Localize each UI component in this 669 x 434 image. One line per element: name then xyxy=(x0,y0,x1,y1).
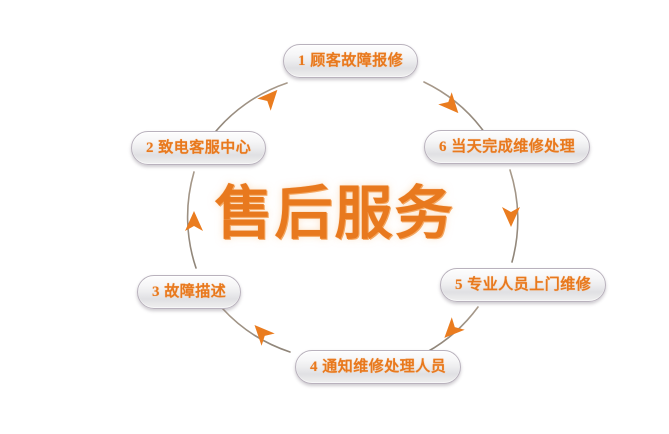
connector-arc-2-1 xyxy=(211,82,288,137)
connector-arc-5-4 xyxy=(426,306,479,353)
process-node-4[interactable]: 4 通知维修处理人员 xyxy=(295,350,462,384)
arrowhead-5-to-4 xyxy=(444,317,465,338)
process-node-3[interactable]: 3 故障描述 xyxy=(137,275,242,309)
arrowhead-1-to-6 xyxy=(438,92,459,114)
process-node-5[interactable]: 5 专业人员上门维修 xyxy=(440,268,607,302)
arrowhead-4-to-3 xyxy=(254,324,275,346)
process-node-1[interactable]: 1 顾客故障报修 xyxy=(283,44,419,78)
diagram-center-title: 售后服务 xyxy=(214,181,455,246)
process-node-2[interactable]: 2 致电客服中心 xyxy=(131,131,267,165)
process-node-6[interactable]: 6 当天完成维修处理 xyxy=(424,130,591,164)
connector-arc-4-3 xyxy=(221,307,291,353)
arrowhead-2-to-1 xyxy=(257,89,278,111)
connector-arc-1-6 xyxy=(423,81,488,137)
